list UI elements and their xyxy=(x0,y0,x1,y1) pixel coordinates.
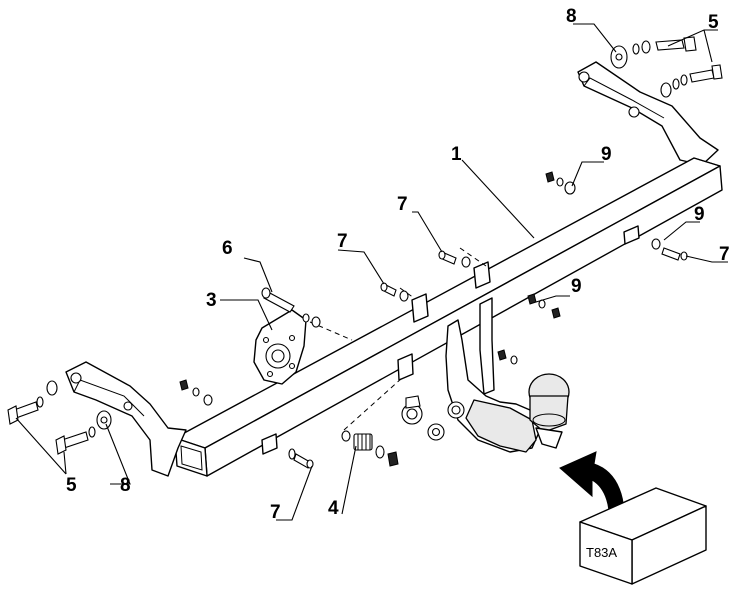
callout-3: 3 xyxy=(206,290,217,311)
assembly-guides xyxy=(309,247,487,431)
tow-neck xyxy=(445,297,541,453)
tow-ball xyxy=(528,373,570,449)
callout-4: 4 xyxy=(328,498,339,519)
callout-7-d: 7 xyxy=(719,244,730,265)
hardware-bolts-7 xyxy=(288,238,688,469)
callout-5-bottom: 5 xyxy=(66,475,77,496)
hardware-nuts-9 xyxy=(179,171,576,406)
callout-numbers: 1 3 4 5 5 6 7 7 7 7 8 8 9 9 9 xyxy=(66,6,730,523)
hardware-left-bolts-5 xyxy=(7,380,112,455)
left-mounting-arm xyxy=(65,361,187,477)
callout-7-b: 7 xyxy=(397,194,408,215)
main-crossbar xyxy=(174,157,723,477)
callout-7-a: 7 xyxy=(337,231,348,252)
hardware-bolt-6 xyxy=(261,287,321,328)
callout-9-a: 9 xyxy=(601,144,612,165)
callout-9-c: 9 xyxy=(571,276,582,297)
right-mounting-arm xyxy=(577,61,719,166)
t83a-box: T83A xyxy=(579,487,707,585)
coupling-pin xyxy=(401,395,445,441)
callout-7-c: 7 xyxy=(270,502,281,523)
hardware-top-right-bolt-5b xyxy=(660,64,723,98)
callout-9-b: 9 xyxy=(694,204,705,225)
callout-8-bottom: 8 xyxy=(120,475,131,496)
callout-6: 6 xyxy=(222,238,233,259)
leader-lines xyxy=(15,23,728,521)
callout-1: 1 xyxy=(451,144,462,165)
hardware-top-right-bolt-5 xyxy=(610,36,697,69)
socket-plate xyxy=(253,309,307,385)
callout-8-top: 8 xyxy=(566,6,577,27)
hardware-spring-set-4 xyxy=(341,430,399,467)
callout-5-top: 5 xyxy=(708,12,719,33)
box-label: T83A xyxy=(586,545,617,560)
